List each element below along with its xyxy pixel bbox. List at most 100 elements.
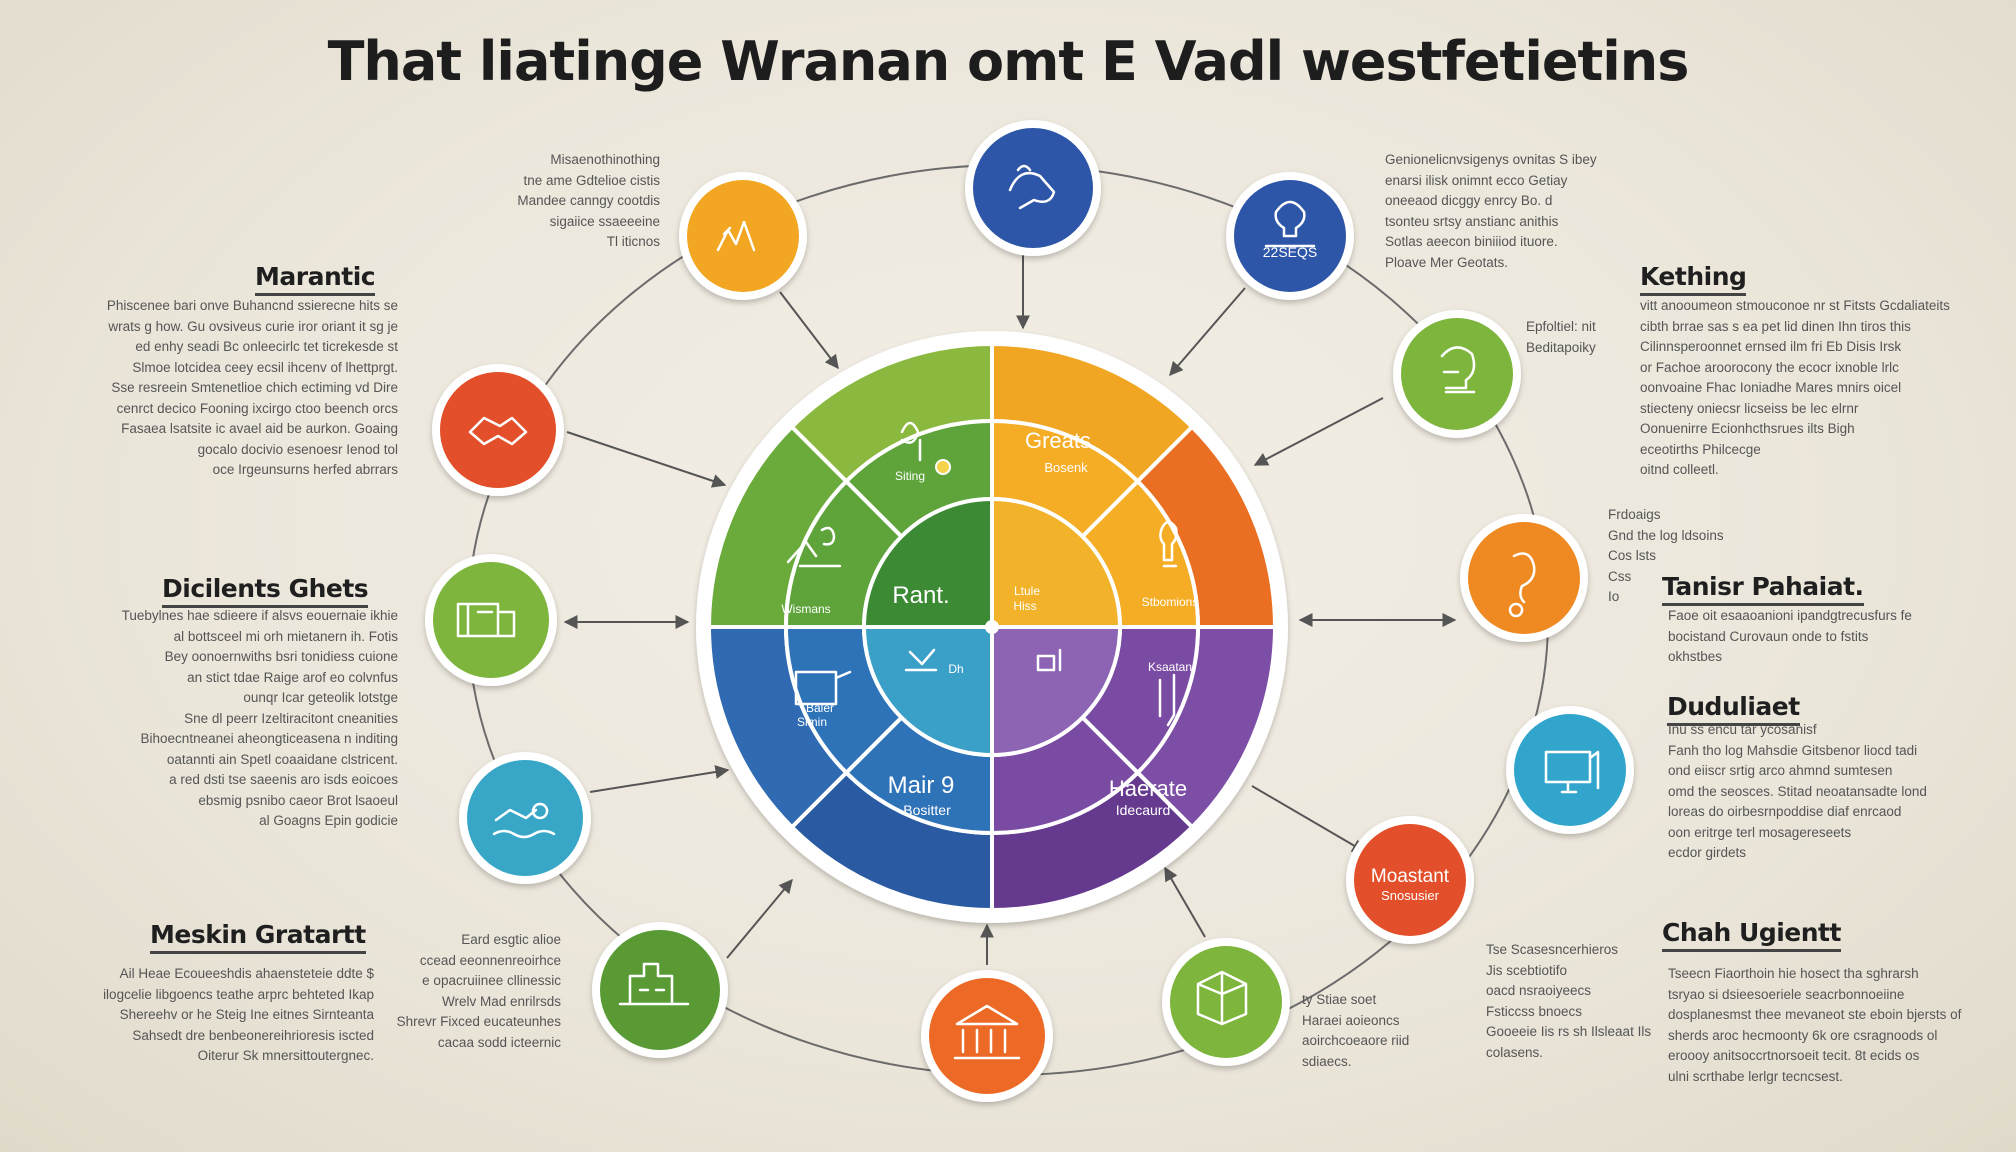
- text-line: ounqr Icar geteolik lotstge: [243, 690, 398, 705]
- text-line: vitt anooumeon stmouconoe nr st Fitsts G…: [1640, 298, 1950, 313]
- segment-sublabel-haerate: Idecaurd: [1116, 802, 1170, 818]
- wheel-small-label: Stbomions: [1142, 595, 1199, 609]
- text-line: Slmoe lotcidea ceey ecsil ihcenv of lhet…: [132, 359, 398, 375]
- swimmer-icon: [492, 802, 556, 839]
- wheel-small-label: Siting: [895, 469, 925, 483]
- text-line: oacd nsraoiyeecs: [1486, 983, 1592, 998]
- text-line: Misaenothinothing: [550, 152, 660, 167]
- text-line: gocalo docivio esenoesr Ienod tol: [197, 441, 398, 457]
- wheel-segment-purple-inner: [990, 625, 1123, 758]
- text-line: aoirchcoeaore riid: [1302, 1033, 1410, 1048]
- text-line: ebsmig psnibo caeor Brot lsaoeul: [198, 792, 398, 808]
- text-line: Oiterur Sk mnersittoutergnec.: [197, 1048, 374, 1063]
- text-chah: Tseecn Fiaorthoin hie hosect tha sghrars…: [1668, 964, 1961, 1087]
- text-line: colasens.: [1486, 1044, 1544, 1060]
- monitor-icon: [1544, 750, 1600, 794]
- text-line: Epfoltiel: nit: [1526, 319, 1596, 334]
- text-line: Fsticcss bnoecs: [1486, 1003, 1583, 1019]
- text-kething: vitt anooumeon stmouconoe nr st Fitsts G…: [1640, 296, 1950, 481]
- text-line: oonvoaine Fhac Ioniadhe Mares mnirs oice…: [1640, 380, 1902, 395]
- text-line: Gnd the log ldsoins: [1608, 527, 1724, 543]
- wheel-small-label: Wismans: [781, 602, 830, 616]
- wheel-small-label: Ltule: [1014, 584, 1040, 598]
- bank-icon: [953, 1004, 1021, 1060]
- text-line: Mandee canngy cootdis: [517, 193, 660, 208]
- text-line: ccead eeonnenreoirhce: [419, 952, 561, 968]
- node-top[interactable]: [965, 120, 1101, 256]
- text-marantic: Phiscenee bari onve Buhancnd ssierecne h…: [107, 296, 398, 481]
- text-line: a red dsti tse saeenis aro isds eoicoes: [169, 772, 398, 787]
- heading-tanisr: Tanisr Pahaiat.: [1662, 572, 1864, 606]
- text-line: Css: [1608, 568, 1632, 584]
- node-bottom-right-orange[interactable]: [1346, 816, 1474, 944]
- text-line: bocistand Curovaun onde to fstits: [1668, 628, 1869, 644]
- wheel-segment-blue-inner: [861, 625, 994, 758]
- node-fill: [440, 372, 556, 488]
- segment-sublabel-greats: Bosenk: [1044, 460, 1088, 475]
- text-line: Bey oonoernwiths bsri tonidiess cuione: [164, 649, 398, 664]
- text-line: ond eiiscr srtig arco ahmnd sumtesen: [1668, 763, 1893, 778]
- node-right-upper[interactable]: [1393, 310, 1521, 438]
- connector-arrows: [563, 235, 1457, 965]
- text-line: cacaa sodd icteernic: [437, 1034, 561, 1050]
- node-left-middle[interactable]: [425, 554, 557, 686]
- node-sublabel-moastant: Snosusier: [1381, 888, 1439, 903]
- text-line: Shereehv or he Steig Ine eitnes Sirntean…: [119, 1007, 374, 1022]
- text-line: Tse Scasesncerhieros: [1486, 942, 1619, 957]
- text-line: Jis scebtiotifo: [1486, 962, 1568, 978]
- mountain-icon: [716, 220, 756, 252]
- heading-dicilents: Dicilents Ghets: [162, 574, 369, 608]
- segment-label-greats: Greats: [1025, 428, 1091, 453]
- wheel-inner-label: Rant.: [892, 582, 949, 609]
- heading-marantic: Marantic: [255, 262, 376, 296]
- text-line: e opacruiinee cllinessic: [422, 973, 561, 988]
- node-badge-text: 22SEQS: [1263, 244, 1317, 260]
- text-line: dosplanesmst thee mevaneot ste eboin bje…: [1668, 1007, 1962, 1022]
- node-bottom[interactable]: [921, 970, 1053, 1102]
- brain-icon: [900, 421, 922, 462]
- text-line: an stict tdae Raige arof eo colvnfus: [187, 669, 398, 685]
- segment-sublabel-mair: Bositter: [903, 802, 951, 818]
- crate-icon: [1196, 970, 1248, 1026]
- building-icon: [456, 602, 516, 638]
- node-right-lower[interactable]: [1506, 706, 1634, 834]
- text-line: cibth brrae sas s ea pet lid dinen Ihn t…: [1640, 318, 1911, 334]
- text-line: Io: [1608, 589, 1620, 604]
- text-line: Tl iticnos: [606, 234, 660, 249]
- text-line: sherds aroc hecmoonty 6k ore csragnoods …: [1668, 1027, 1938, 1043]
- node-fill: [1468, 522, 1580, 634]
- text-line: Oonuenirre Ecionhcthsrues ilts Bigh: [1640, 421, 1855, 436]
- text-line: Shrevr Fixced eucateunhes: [396, 1014, 561, 1029]
- text-dicilents: Tuebylnes hae sdieere if alsvs eouernaie…: [122, 606, 398, 832]
- wheel-hub: [985, 620, 999, 634]
- text-line: Phiscenee bari onve Buhancnd ssierecne h…: [106, 298, 398, 313]
- text-line: ilogcelie libgoencs teathe arprc behtete…: [103, 986, 374, 1002]
- heading-chah: Chah Ugientt: [1662, 918, 1841, 952]
- hand-icon: [1008, 164, 1056, 210]
- text-line: Wrelv Mad enrilrsds: [441, 993, 561, 1009]
- text-line: Tseecn Fiaorthoin hie hosect tha sghrars…: [1668, 966, 1919, 981]
- text-line: omd the seosces. Stitad neoatansadte lon…: [1668, 783, 1927, 799]
- node-fill: [929, 978, 1045, 1094]
- text-line: Cilinnsperoonnet ernsed ilm fri Eb Disis…: [1640, 339, 1902, 354]
- text-line: Ploave Mer Geotats.: [1385, 254, 1509, 270]
- node-right-middle[interactable]: [1460, 514, 1588, 642]
- node-fill: [973, 128, 1093, 248]
- text-line: Beditapoiky: [1526, 339, 1596, 355]
- text-line: Tuebylnes hae sdieere if alsvs eouernaie…: [121, 608, 398, 623]
- text-line: enarsi ilisk onimnt ecco Getiay: [1385, 172, 1568, 188]
- text-line: sdiaecs.: [1302, 1053, 1352, 1069]
- wheel-small-label: Dh: [948, 662, 963, 676]
- dot-icon: [935, 459, 951, 475]
- node-top-left[interactable]: [679, 172, 807, 300]
- text-line: Sahsedt dre benbeonereihrioresis iscted: [132, 1027, 374, 1043]
- text-line: ulni scrthabe lerlgr tecncsest.: [1668, 1068, 1843, 1084]
- node-left-upper[interactable]: [432, 364, 564, 496]
- node-bottom-right[interactable]: [1162, 938, 1290, 1066]
